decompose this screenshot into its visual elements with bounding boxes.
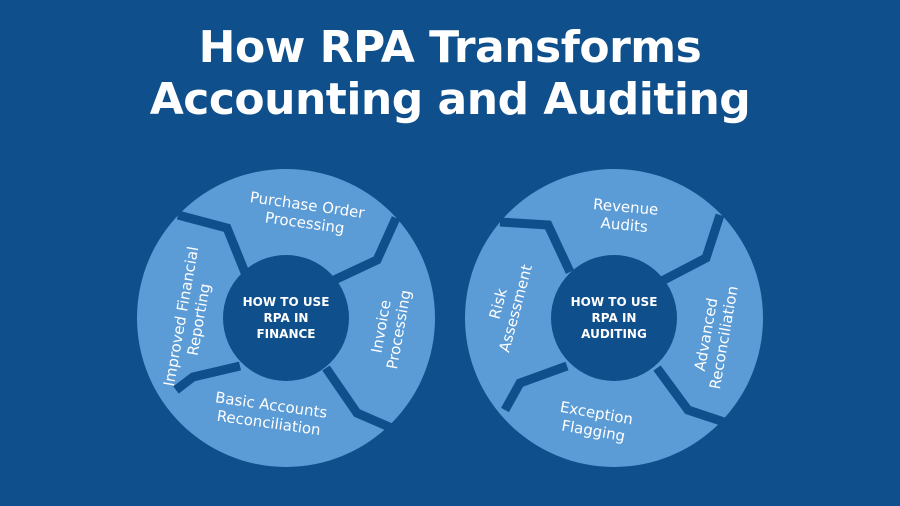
title-line-1: How RPA Transforms — [198, 22, 702, 73]
page-title: How RPA Transforms Accounting and Auditi… — [0, 22, 900, 126]
auditing-center-label: HOW TO USE RPA IN AUDITING — [554, 294, 674, 342]
separator — [176, 210, 251, 277]
separator — [328, 216, 401, 287]
separator — [501, 361, 569, 413]
center-line: HOW TO USE — [570, 295, 658, 309]
separator — [499, 217, 575, 274]
separator — [653, 365, 726, 427]
title-line-2: Accounting and Auditing — [149, 74, 751, 125]
center-line: HOW TO USE — [242, 295, 330, 309]
separator — [173, 361, 242, 394]
finance-center-label: HOW TO USE RPA IN FINANCE — [226, 294, 346, 342]
auditing-center — [551, 255, 677, 381]
center-line: AUDITING — [581, 327, 647, 341]
separator — [657, 213, 725, 286]
center-line: FINANCE — [256, 327, 316, 341]
center-line: RPA IN — [263, 311, 309, 325]
separator — [322, 365, 398, 435]
finance-center — [223, 255, 349, 381]
center-line: RPA IN — [591, 311, 637, 325]
auditing-wheel — [465, 169, 763, 467]
finance-wheel — [137, 169, 435, 467]
